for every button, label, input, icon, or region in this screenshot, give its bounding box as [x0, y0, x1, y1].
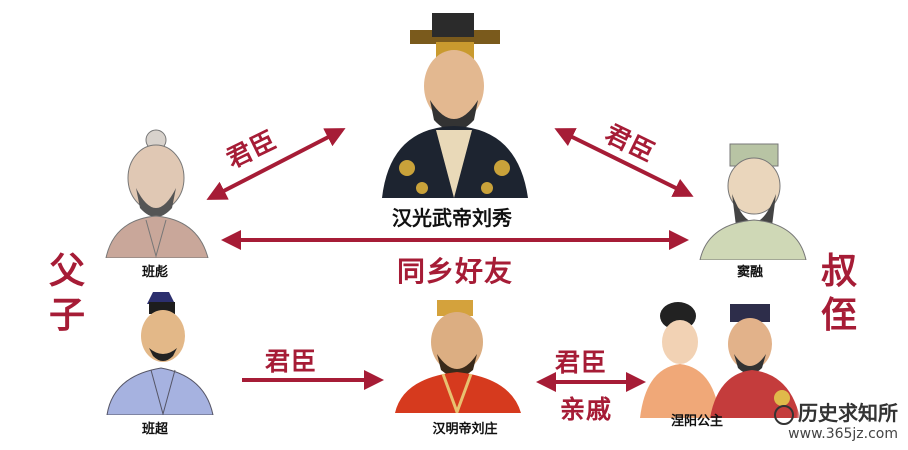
name-liu-xiu: 汉光武帝刘秀 [392, 206, 512, 230]
arrow-liuxiu-dourong [554, 128, 694, 197]
watermark-name-row: 历史求知所 [774, 397, 898, 426]
portrait-dou-rong [698, 140, 808, 260]
side-label-uncle-nephew: 叔侄 [820, 251, 857, 336]
relation-label-bottom-left: 君臣 [265, 347, 318, 376]
arrow-liuxiu-banbiao [206, 128, 346, 200]
name-dou-rong: 窦融 [736, 265, 763, 280]
name-ban-chao: 班超 [141, 422, 168, 437]
relation-label-middle: 同乡好友 [397, 255, 514, 288]
portrait-ban-biao [102, 128, 212, 258]
portrait-liu-zhuang [395, 298, 525, 413]
side-label-father-son: 父子 [48, 251, 85, 336]
watermark: 历史求知所 www.365jz.com [774, 397, 898, 442]
watermark-site: www.365jz.com [788, 426, 898, 442]
name-nieyang: 涅阳公主 [670, 414, 723, 429]
portrait-ban-chao [105, 290, 215, 415]
relation-label-bottom-right-kin: 亲戚 [560, 395, 613, 424]
portrait-liu-xiu [362, 8, 542, 198]
watermark-name: 历史求知所 [798, 401, 898, 425]
portrait-nieyang-group [640, 298, 810, 418]
name-liu-zhuang: 汉明帝刘庄 [432, 422, 498, 437]
weibo-icon [774, 404, 794, 425]
name-ban-biao: 班彪 [141, 265, 168, 280]
relation-label-bottom-right: 君臣 [555, 348, 608, 377]
